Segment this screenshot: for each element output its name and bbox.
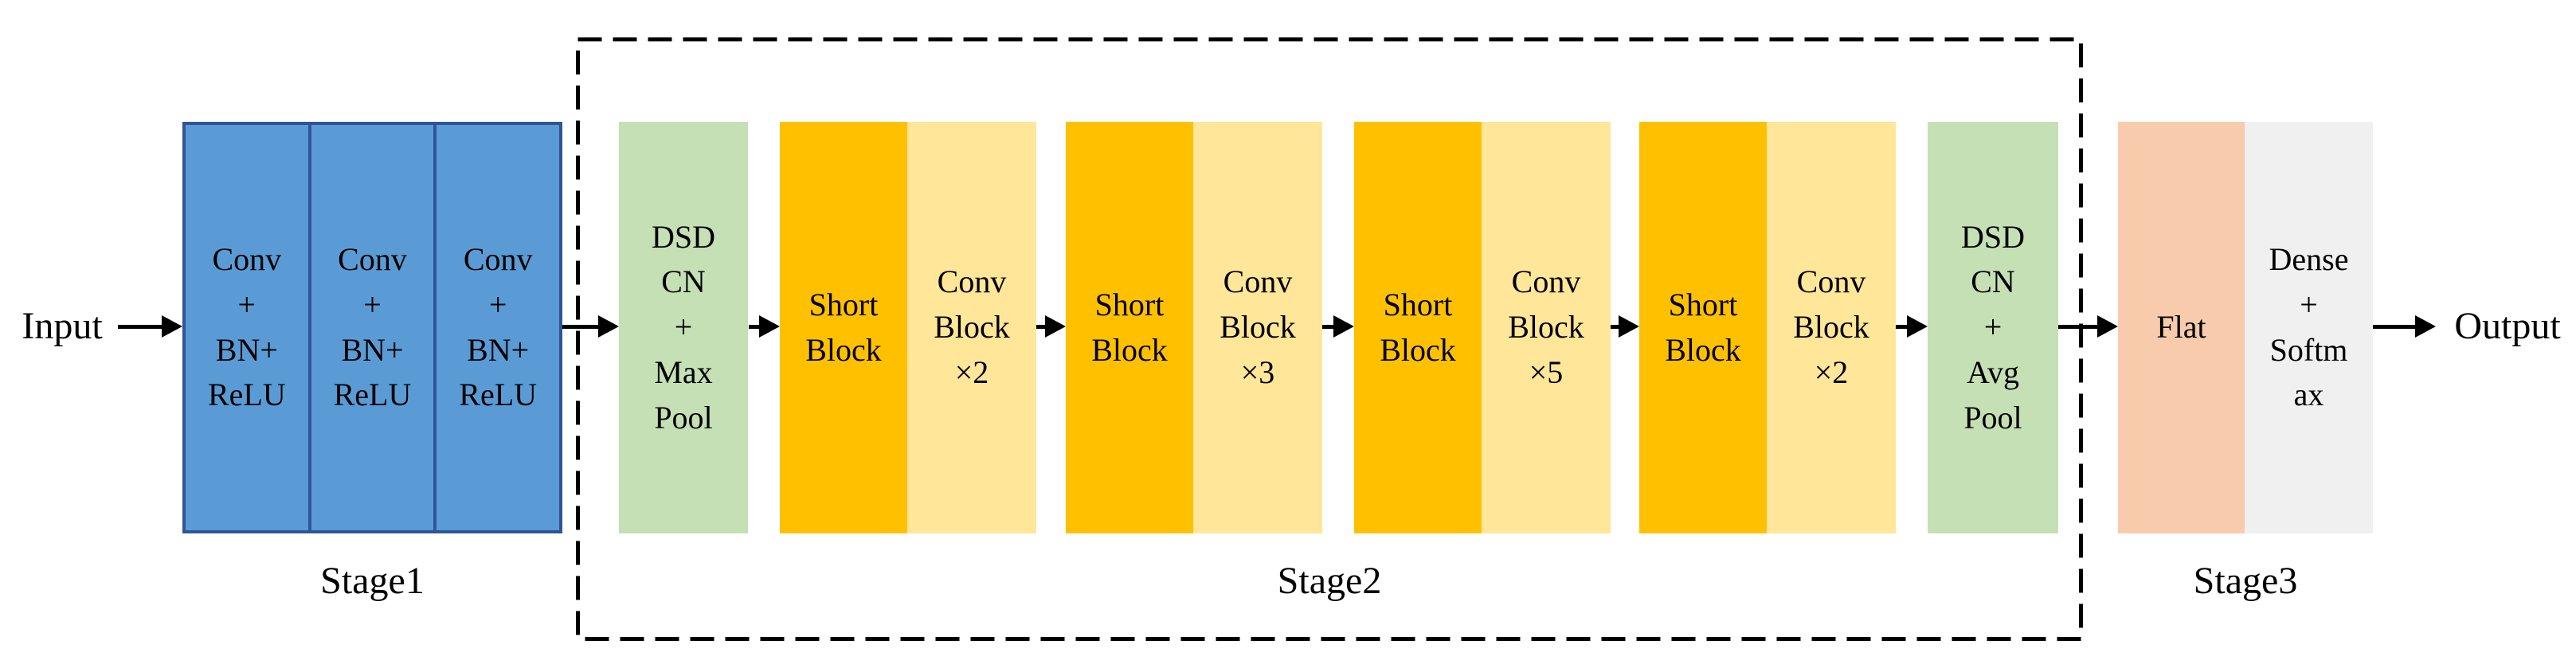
- stage3-label: Stage3: [2193, 560, 2298, 602]
- stage2-dashed-boundary: [576, 37, 2083, 641]
- arrow-head-icon: [1333, 315, 1354, 338]
- output-label: Output: [2454, 305, 2561, 347]
- input-label: Input: [22, 305, 103, 347]
- arrow-shaft: [562, 324, 598, 329]
- arrow-head-icon: [1907, 315, 1928, 338]
- arrow-head-icon: [162, 315, 182, 338]
- arrow-shaft: [1322, 324, 1333, 329]
- arrow-shaft: [1611, 324, 1619, 329]
- flow-arrow-pair1-to-pair2: [1036, 311, 1066, 342]
- conv-bn-relu-block-1: Conv+BN+ReLU: [182, 122, 311, 533]
- arrow-shaft: [749, 324, 759, 329]
- stage1-label: Stage1: [320, 560, 425, 602]
- flat-block: Flat: [2118, 122, 2245, 533]
- arrow-head-icon: [2097, 315, 2118, 338]
- arrow-head-icon: [1045, 315, 1066, 338]
- stage1-conv-group: Conv+BN+ReLU Conv+BN+ReLU Conv+BN+ReLU: [182, 122, 563, 533]
- arrow-head-icon: [759, 315, 780, 338]
- arrow-shaft: [1896, 324, 1907, 329]
- flow-arrow-dense-to-output: [2373, 311, 2436, 342]
- arrow-shaft: [118, 324, 162, 329]
- dashed-rect: [576, 37, 2083, 641]
- flow-arrow-stage1-to-maxpool: [562, 311, 619, 342]
- stage2-label: Stage2: [1277, 560, 1382, 602]
- arrow-head-icon: [598, 315, 619, 338]
- arrow-shaft: [2373, 324, 2415, 329]
- flow-arrow-pair4-to-avgpool: [1896, 311, 1928, 342]
- flow-arrow-pair2-to-pair3: [1322, 311, 1354, 342]
- arrow-head-icon: [1619, 315, 1639, 338]
- arrow-shaft: [1036, 324, 1045, 329]
- flow-arrow-pair3-to-pair4: [1611, 311, 1639, 342]
- flow-arrow-input-to-stage1: [118, 311, 182, 342]
- arrow-shaft: [2058, 324, 2097, 329]
- conv-bn-relu-block-2: Conv+BN+ReLU: [307, 122, 437, 533]
- arrow-head-icon: [2415, 315, 2436, 338]
- flow-arrow-avgpool-to-flat: [2058, 311, 2118, 342]
- flow-arrow-maxpool-to-pair1: [749, 311, 780, 342]
- conv-bn-relu-block-3: Conv+BN+ReLU: [433, 122, 563, 533]
